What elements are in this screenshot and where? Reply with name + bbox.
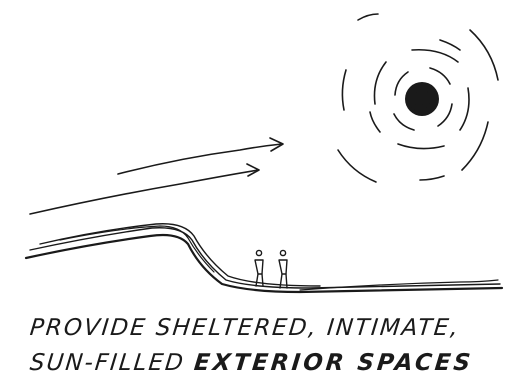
caption-line-2-bold: EXTERIOR SPACES bbox=[193, 350, 475, 376]
landform-berm-icon bbox=[26, 224, 502, 292]
person-icon bbox=[255, 250, 263, 286]
caption-line-2-light: SUN-FILLED bbox=[29, 350, 196, 376]
person-icon bbox=[279, 250, 287, 288]
wind-arrow-icon bbox=[30, 138, 283, 214]
caption-line-1: PROVIDE SHELTERED, INTIMATE, bbox=[29, 315, 461, 341]
sun-icon bbox=[338, 14, 498, 182]
caption-line-2: SUN-FILLED EXTERIOR SPACES bbox=[29, 350, 475, 376]
